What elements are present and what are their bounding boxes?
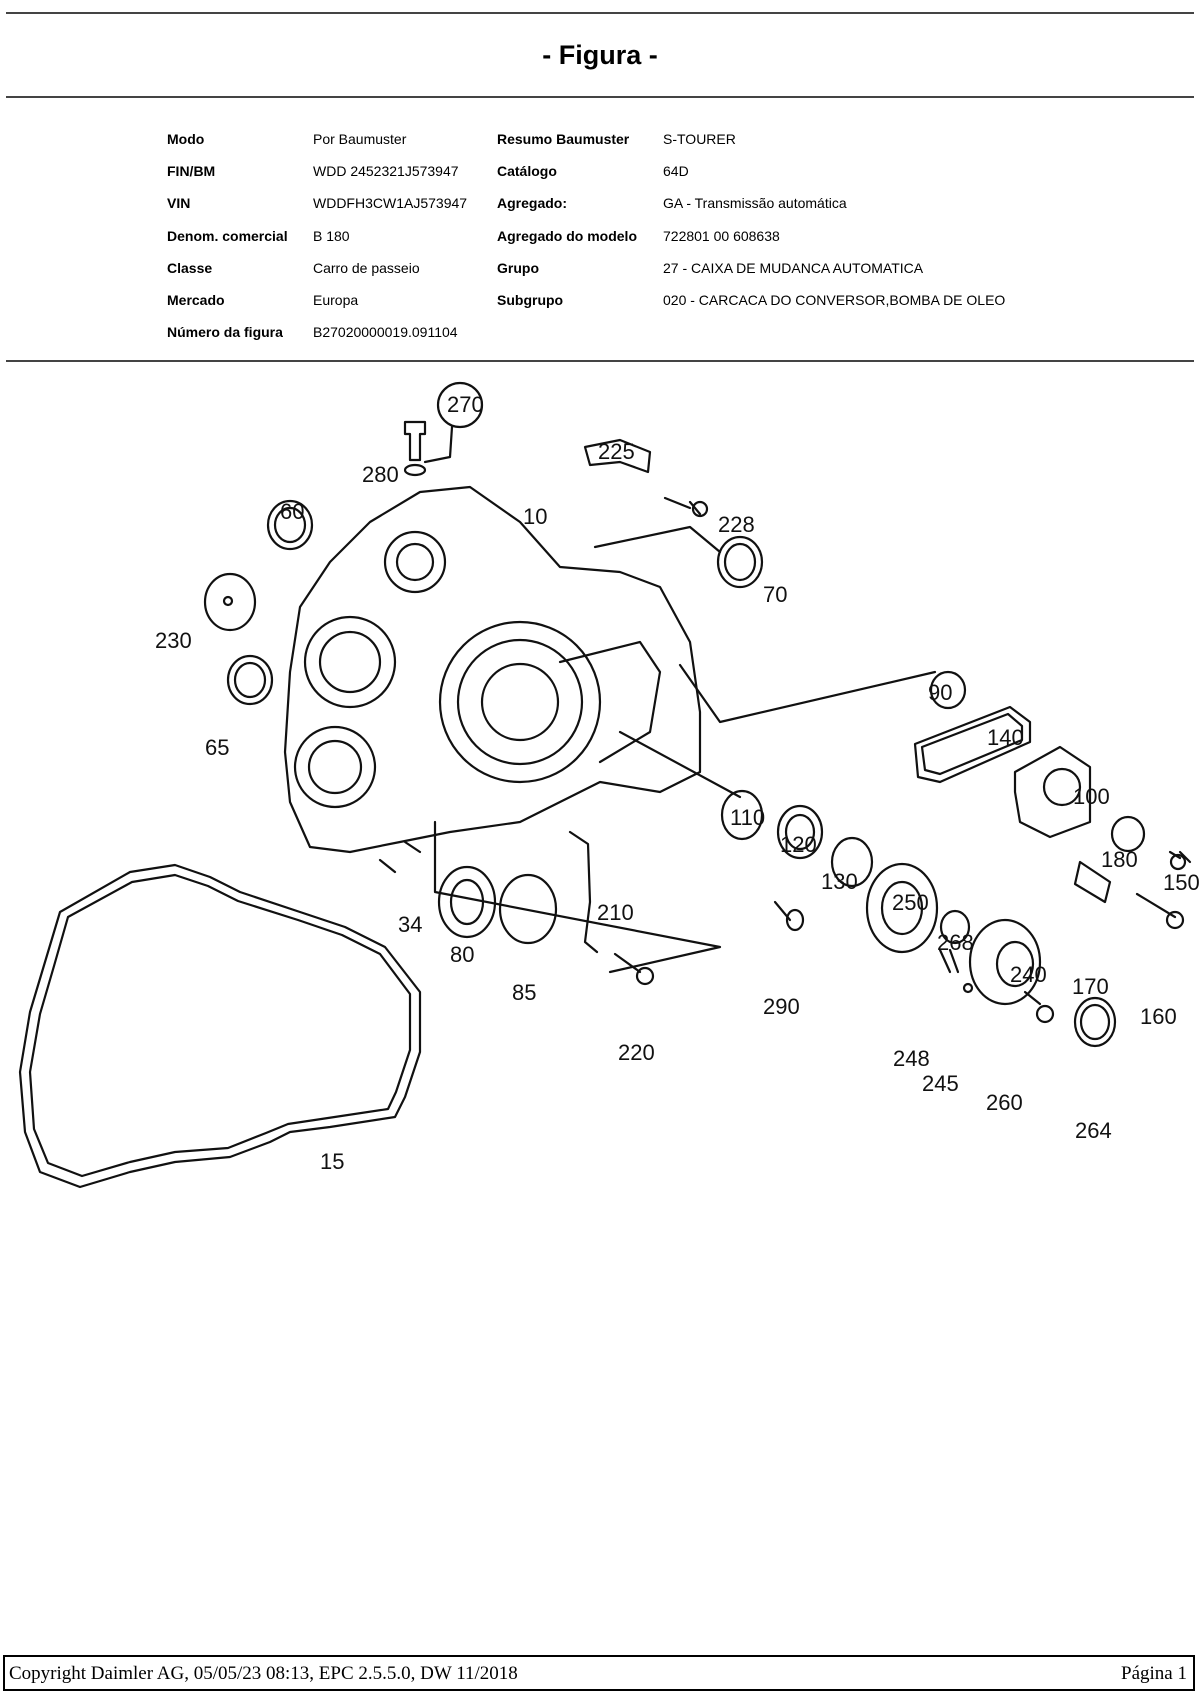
info-value: B27020000019.091104 <box>313 324 458 341</box>
info-value: Por Baumuster <box>313 131 407 148</box>
info-label <box>497 316 663 348</box>
info-row: Denom. comercial B 180 Agregado do modelo 7… <box>167 220 1083 252</box>
part-callout: 260 <box>986 1090 1023 1115</box>
part-callout: 220 <box>618 1040 655 1065</box>
part-callout: 240 <box>1010 962 1047 987</box>
info-rule <box>6 360 1194 362</box>
part-callout: 60 <box>280 499 304 524</box>
part-callout: 10 <box>523 504 547 529</box>
info-value: Carro de passeio <box>313 259 420 276</box>
part-callout: 110 <box>730 805 765 830</box>
top-rule <box>6 12 1194 14</box>
info-value: B 180 <box>313 227 350 244</box>
info-label: Agregado do modelo <box>497 227 637 244</box>
info-value: 64D <box>663 163 689 180</box>
info-row: Número da figura B27020000019.091104 <box>167 316 1083 348</box>
info-label: FIN/BM <box>167 163 216 180</box>
info-label: Resumo Baumuster <box>497 131 630 148</box>
info-label: Modo <box>167 131 205 148</box>
part-callout: 65 <box>205 735 229 760</box>
info-label: Número da figura <box>167 324 283 341</box>
part-callout: 250 <box>892 890 929 915</box>
info-value: 27 - CAIXA DE MUDANCA AUTOMATICA <box>663 259 924 276</box>
exploded-parts-diagram: 270 280 225 228 10 60 70 230 90 65 140 100 110 120 180… <box>18 381 1200 1189</box>
info-label: Grupo <box>497 259 539 276</box>
info-row: Classe Carro de passeio Grupo 27 - CAIXA DE… <box>167 252 1083 284</box>
part-callout: 130 <box>821 869 858 894</box>
info-value: WDDFH3CW1AJ573947 <box>313 195 468 212</box>
part-callout: 170 <box>1072 974 1109 999</box>
part-callout: 180 <box>1101 847 1138 872</box>
info-value: 020 - CARCACA DO CONVERSOR,BOMBA DE OLEO <box>663 292 1006 309</box>
info-label: Denom. comercial <box>167 227 288 244</box>
info-row: FIN/BM WDD 2452321J573947 Catálogo 64D <box>167 155 1083 187</box>
part-callout: 245 <box>922 1071 959 1096</box>
part-callout: 80 <box>450 942 474 967</box>
part-callout: 210 <box>597 900 634 925</box>
part-callout: 15 <box>320 1149 344 1174</box>
info-label: Mercado <box>167 292 225 309</box>
info-label: Catálogo <box>497 163 557 180</box>
housing-10 <box>283 485 702 854</box>
info-label: Agregado: <box>497 195 567 212</box>
info-value: Europa <box>313 292 359 309</box>
part-callout: 268 <box>937 930 974 955</box>
part-callout: 230 <box>155 628 192 653</box>
part-callout: 140 <box>987 725 1024 750</box>
page-title: - Figura - <box>542 40 658 70</box>
info-value: GA - Transmissão automática <box>663 195 847 212</box>
info-label: Subgrupo <box>497 292 564 309</box>
part-callout: 150 <box>1163 870 1200 895</box>
info-row: Mercado Europa Subgrupo 020 - CARCACA DO CO… <box>167 284 1083 316</box>
footer: Copyright Daimler AG, 05/05/23 08:13, EP… <box>3 1655 1195 1691</box>
info-value: 722801 00 608638 <box>663 227 780 244</box>
part-callout: 228 <box>718 512 755 537</box>
info-value: WDD 2452321J573947 <box>313 163 459 180</box>
part-callout: 34 <box>398 912 422 937</box>
info-value <box>663 316 1083 348</box>
info-table: Modo Por Baumuster Resumo Baumuster S-TOURE… <box>167 123 1083 348</box>
part-callout: 280 <box>362 462 399 487</box>
title-rule <box>6 96 1194 98</box>
part-callout: 290 <box>763 994 800 1019</box>
copyright-text: Copyright Daimler AG, 05/05/23 08:13, EP… <box>9 1663 518 1684</box>
info-value: S-TOURER <box>663 131 736 148</box>
info-row: Modo Por Baumuster Resumo Baumuster S-TOURE… <box>167 123 1083 155</box>
gasket-15 <box>18 863 422 1189</box>
info-label: VIN <box>167 195 191 212</box>
info-label: Classe <box>167 259 213 276</box>
part-callout: 90 <box>928 680 952 705</box>
part-callout: 85 <box>512 980 536 1005</box>
part-callout: 264 <box>1075 1118 1112 1143</box>
part-callout: 270 <box>447 392 484 417</box>
part-callout: 100 <box>1073 784 1110 809</box>
info-row: VIN WDDFH3CW1AJ573947 Agregado: GA - Transm… <box>167 187 1083 219</box>
page-number: Página 1 <box>1121 1663 1187 1684</box>
part-callout: 120 <box>780 832 817 857</box>
part-callout: 160 <box>1140 1004 1177 1029</box>
part-callout: 70 <box>763 582 787 607</box>
part-callout: 248 <box>893 1046 930 1071</box>
part-callout: 225 <box>598 439 635 464</box>
